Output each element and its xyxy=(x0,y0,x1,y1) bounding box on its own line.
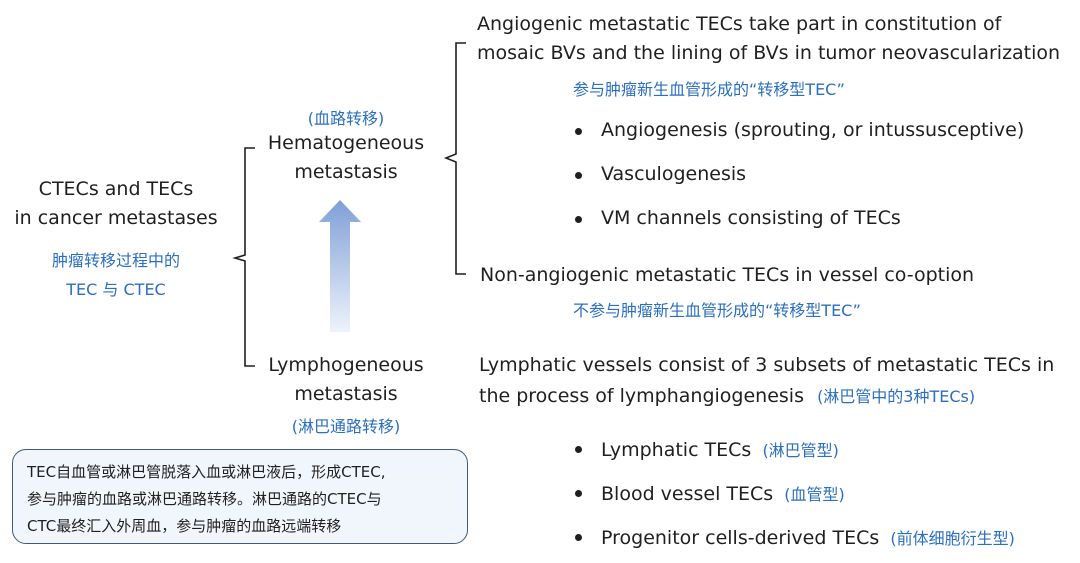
lymphatic-bullet-3-cn: (前体细胞衍生型) xyxy=(890,529,1015,548)
angiogenic-line1: Angiogenic metastatic TECs take part in … xyxy=(477,13,1002,35)
lymphatic-line2: the process of lymphangiogenesis xyxy=(479,385,804,407)
non-angiogenic-line1: Non-angiogenic metastatic TECs in vessel… xyxy=(480,264,975,286)
hema-line2: metastasis xyxy=(294,161,398,183)
lymphatic-bullet-2-cn: (血管型) xyxy=(784,485,845,504)
bullet-icon xyxy=(575,216,582,223)
bullet-icon xyxy=(575,490,582,497)
up-gradient-arrow-icon xyxy=(319,200,361,332)
bullet-icon xyxy=(575,446,582,453)
angiogenic-bullet-2: Vasculogenesis xyxy=(601,163,747,185)
lymphatic-bullet-1: Lymphatic TECs (淋巴管型) xyxy=(601,437,839,461)
angiogenic-bullet-3: VM channels consisting of TECs xyxy=(601,207,901,229)
lymphatic-bullet-3-en: Progenitor cells-derived TECs xyxy=(601,527,880,549)
right-bracket-icon xyxy=(443,42,466,275)
root-cn-line2: TEC 与 CTEC xyxy=(66,280,166,299)
main-bracket-icon xyxy=(232,147,255,367)
angiogenic-cn: 参与肿瘤新生血管形成的“转移型TEC” xyxy=(573,80,845,99)
hema-cn-label: (血路转移) xyxy=(307,109,385,128)
angiogenic-bullet-1: Angiogenesis (sprouting, or intussuscept… xyxy=(601,119,1025,141)
lymphatic-bullet-3: Progenitor cells-derived TECs (前体细胞衍生型) xyxy=(601,525,1015,549)
lymphatic-bullet-2: Blood vessel TECs (血管型) xyxy=(601,481,845,505)
angiogenic-line2: mosaic BVs and the lining of BVs in tumo… xyxy=(477,42,1061,64)
lymphatic-bullet-1-en: Lymphatic TECs xyxy=(601,439,752,461)
non-angiogenic-cn: 不参与肿瘤新生血管形成的“转移型TEC” xyxy=(573,301,861,320)
lympho-line1: Lymphogeneous xyxy=(268,354,424,376)
hema-line1: Hematogeneous xyxy=(267,132,425,154)
root-title-line1: CTECs and TECs xyxy=(38,178,194,200)
lymphatic-line1: Lymphatic vessels consist of 3 subsets o… xyxy=(479,354,1055,376)
lymphatic-line2-cn: (淋巴管中的3种TECs) xyxy=(817,387,976,406)
root-title-line2: in cancer metastases xyxy=(14,207,218,229)
lymphatic-bullet-1-cn: (淋巴管型) xyxy=(762,441,839,460)
lympho-cn-label: (淋巴通路转移) xyxy=(291,417,401,436)
bullet-icon xyxy=(575,172,582,179)
lymphatic-line2-row: the process of lymphangiogenesis (淋巴管中的3… xyxy=(479,383,975,407)
note-line-2: 参与肿瘤的血路或淋巴通路转移。淋巴通路的CTEC与 xyxy=(27,490,382,508)
note-line-1: TEC自血管或淋巴管脱落入血或淋巴液后，形成CTEC, xyxy=(27,463,386,481)
lymphatic-bullet-2-en: Blood vessel TECs xyxy=(601,483,774,505)
lympho-line2: metastasis xyxy=(294,383,398,405)
bullet-icon xyxy=(575,534,582,541)
note-line-3: CTC最终汇入外周血，参与肿瘤的血路远端转移 xyxy=(27,517,342,535)
note-box: TEC自血管或淋巴管脱落入血或淋巴液后，形成CTEC, 参与肿瘤的血路或淋巴通路… xyxy=(12,449,468,544)
root-cn-line1: 肿瘤转移过程中的 xyxy=(51,251,180,270)
bullet-icon xyxy=(575,128,582,135)
